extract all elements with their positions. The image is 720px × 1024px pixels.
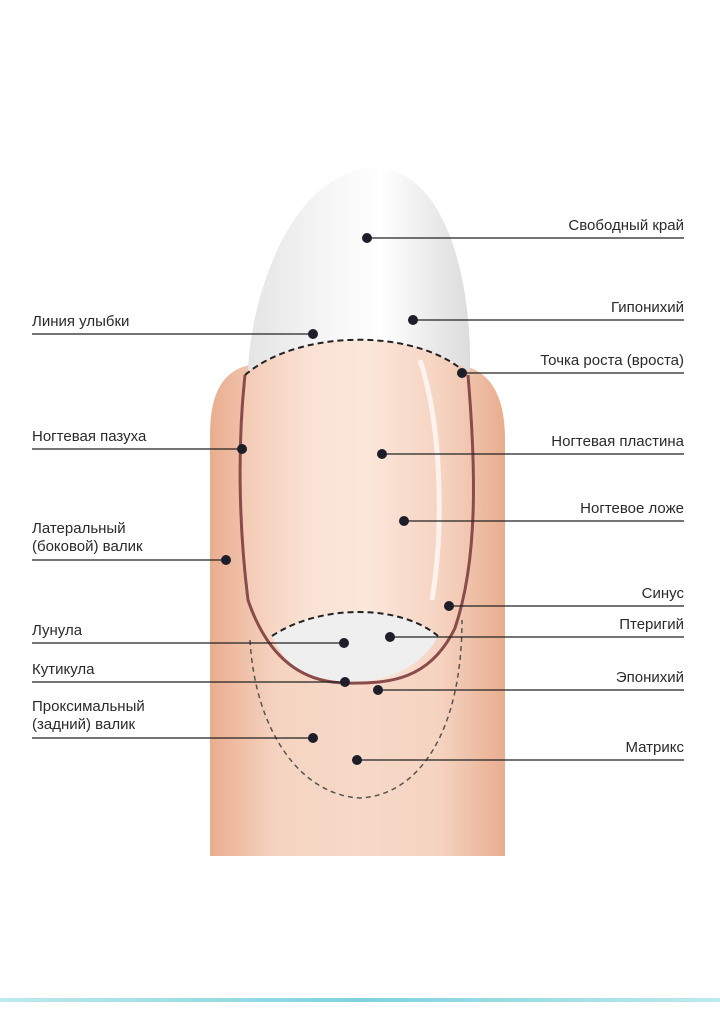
label-cuticle: Кутикула [32, 661, 95, 678]
dot-cuticle [340, 677, 350, 687]
lunula-shape [272, 612, 438, 682]
label-lateral-fold-line1: Латеральный [32, 520, 126, 537]
dot-hyponychium [408, 315, 418, 325]
label-sinus: Синус [641, 585, 684, 602]
dot-smile-line [308, 329, 318, 339]
label-matrix: Матрикс [625, 739, 685, 756]
label-lateral-fold-line2: (боковой) валик [32, 538, 143, 555]
label-hyponychium: Гипонихий [610, 299, 684, 316]
label-lunula: Лунула [32, 622, 83, 639]
lunula-dashed [271, 611, 439, 637]
leader-lines [32, 237, 684, 761]
nail-plate-shape [240, 339, 474, 684]
dot-lunula [339, 638, 349, 648]
dot-nail-bed [399, 516, 409, 526]
label-smile-line: Линия улыбки [32, 313, 130, 330]
plate-highlight [417, 359, 442, 601]
smile-line-dashed [244, 338, 469, 376]
dot-growth-point [457, 368, 467, 378]
label-free-edge: Свободный край [568, 217, 684, 234]
dot-nail-plate [377, 449, 387, 459]
dot-matrix [352, 755, 362, 765]
label-nail-sinus: Ногтевая пазуха [32, 428, 147, 445]
dot-lateral-fold [221, 555, 231, 565]
dot-nail-sinus [237, 444, 247, 454]
dot-pterygium [385, 632, 395, 642]
label-nail-plate: Ногтевая пластина [551, 433, 684, 450]
marker-dots [221, 233, 467, 765]
label-pterygium: Птеригий [619, 616, 684, 633]
label-growth-point: Точка роста (вроста) [540, 352, 684, 369]
dot-eponychium [373, 685, 383, 695]
dot-sinus [444, 601, 454, 611]
label-proximal-fold: Проксимальный (задний) валик [32, 698, 145, 734]
label-proximal-fold-line1: Проксимальный [32, 698, 145, 715]
label-proximal-fold-line2: (задний) валик [32, 716, 136, 733]
bottom-accent-bar [0, 998, 720, 1002]
matrix-dashed [249, 619, 463, 799]
label-lateral-fold: Латеральный (боковой) валик [32, 520, 143, 556]
dot-proximal-fold [308, 733, 318, 743]
label-eponychium: Эпонихий [615, 669, 684, 686]
dot-free-edge [362, 233, 372, 243]
label-nail-bed: Ногтевое ложе [580, 500, 684, 517]
